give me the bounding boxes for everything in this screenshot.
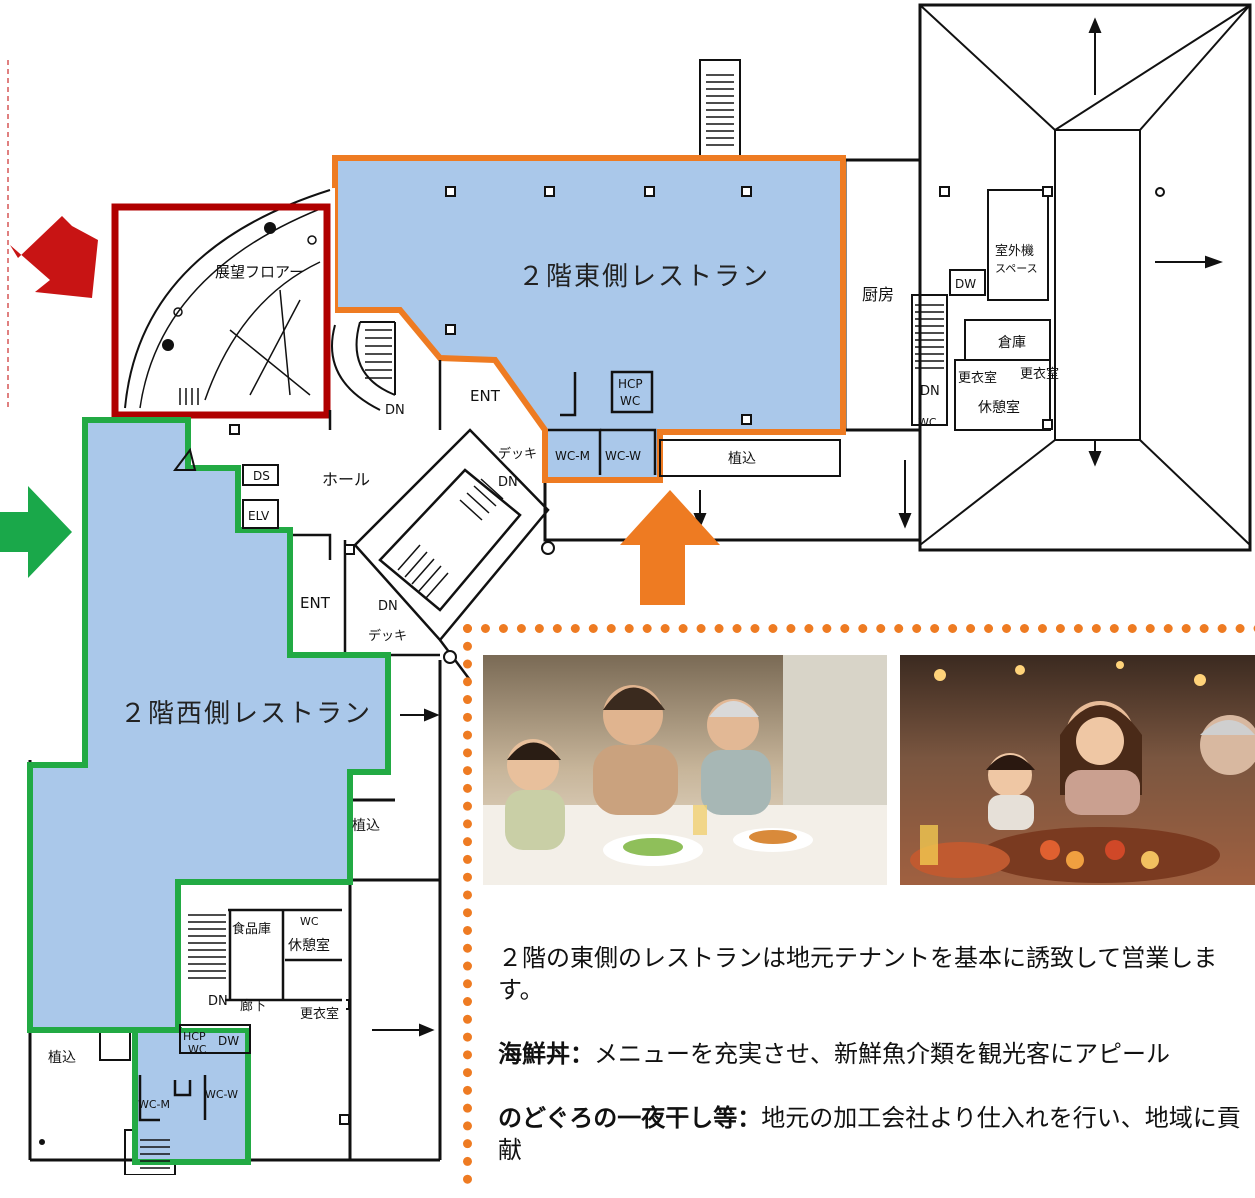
wc-m-west-label: WC-M bbox=[138, 1098, 170, 1111]
wc-m-east-label: WC-M bbox=[555, 449, 590, 463]
storage-label: 倉庫 bbox=[998, 334, 1026, 351]
changing-room-label-a: 更衣室 bbox=[958, 370, 997, 386]
ds-label: DS bbox=[253, 469, 270, 483]
ds-shaft bbox=[242, 464, 279, 486]
central-stair-hatching bbox=[397, 478, 504, 599]
description-line-2-body: メニューを充実させ、新鮮魚介類を観光客にアピール bbox=[594, 1040, 1170, 1068]
description-line-1: ２階の東側のレストランは地元テナントを基本に誘致して営業します。 bbox=[498, 944, 1218, 1004]
east-restaurant-label: ２階東側レストラン bbox=[518, 262, 770, 292]
observation-floor-label: 展望フロアー bbox=[215, 263, 304, 281]
dw-east-label: DW bbox=[955, 277, 976, 291]
deck-east-label: デッキ bbox=[498, 446, 537, 462]
planting-west-label: 植込 bbox=[352, 818, 380, 834]
curved-stair-hatching bbox=[179, 329, 392, 405]
dn-label-center: DN bbox=[378, 599, 398, 614]
hcp-wc-west-label: WC bbox=[188, 1043, 207, 1056]
deck-west-label: デッキ bbox=[368, 628, 407, 644]
planting-east-label: 植込 bbox=[728, 451, 756, 467]
planting-bottom-label: 植込 bbox=[48, 1050, 76, 1066]
east-restaurant-area bbox=[332, 155, 846, 483]
elv-shaft bbox=[242, 499, 279, 529]
wc-w-east-label: WC-W bbox=[605, 449, 641, 463]
description-line-2: 海鮮丼：メニューを充実させ、新鮮魚介類を観光客にアピール bbox=[498, 1038, 1255, 1070]
column-circle bbox=[443, 650, 457, 664]
elv-label: ELV bbox=[248, 509, 270, 523]
direction-arrows bbox=[372, 17, 1223, 1037]
ent-west-label: ENT bbox=[300, 594, 331, 612]
description-line-3: のどぐろの一夜干し等：地元の加工会社より仕入れを行い、地域に貢献 bbox=[498, 1102, 1255, 1166]
outdoor-unit-label-b: スペース bbox=[995, 262, 1038, 275]
arrow-right-icon bbox=[0, 486, 72, 578]
changing-room-west-label: 更衣室 bbox=[300, 1006, 339, 1022]
arrow-up-icon bbox=[620, 490, 720, 605]
dn-label-kitchen: DN bbox=[920, 384, 940, 399]
dn-label-curved: DN bbox=[385, 403, 405, 418]
west-restaurant-area bbox=[27, 417, 391, 1165]
rest-room-west-label: 休憩室 bbox=[288, 937, 330, 954]
west-stair-hatching bbox=[140, 914, 226, 1169]
arrow-down-right-icon bbox=[10, 216, 98, 298]
info-box bbox=[463, 624, 1255, 1184]
column-circle bbox=[541, 541, 555, 555]
column-circle bbox=[39, 1139, 45, 1145]
hcp-west-label: HCP bbox=[183, 1030, 206, 1043]
description-line-3-heading: のどぐろの一夜干し等： bbox=[498, 1104, 762, 1132]
ent-east-label: ENT bbox=[470, 387, 501, 405]
west-back-rooms bbox=[138, 908, 342, 1122]
description-line-2-heading: 海鮮丼： bbox=[498, 1040, 594, 1068]
changing-room-label-b: 更衣室 bbox=[1020, 366, 1059, 382]
rest-room-east-label: 休憩室 bbox=[978, 399, 1020, 416]
description-text: ２階の東側のレストランは地元テナントを基本に誘致して営業します。 海鮮丼：メニュ… bbox=[498, 910, 1255, 1198]
wc-w-west-label: WC-W bbox=[205, 1088, 238, 1101]
observation-floor bbox=[111, 188, 335, 419]
stair-hatching bbox=[706, 74, 944, 369]
wc-west-label: WC bbox=[300, 915, 319, 928]
wc-kitchen-label: WC bbox=[918, 416, 937, 429]
kitchen-label: 厨房 bbox=[862, 285, 894, 304]
column-circle bbox=[1155, 187, 1165, 197]
east-wc-block bbox=[548, 370, 841, 477]
dw-west-label: DW bbox=[218, 1034, 239, 1048]
curved-stair bbox=[331, 321, 396, 411]
corridor-label: 廊下 bbox=[240, 998, 266, 1014]
hall-label: ホール bbox=[322, 470, 370, 489]
restaurant-photo-buffet bbox=[900, 655, 1255, 885]
hcp-wc-east-label: WC bbox=[620, 394, 640, 408]
west-restaurant-label: ２階西側レストラン bbox=[120, 699, 372, 729]
description-line-3-body: 地元の加工会社より仕入れを行い、地域に貢献 bbox=[498, 1104, 1241, 1164]
food-storage-label: 食品庫 bbox=[232, 921, 271, 937]
east-columns bbox=[445, 186, 1053, 430]
door-swing bbox=[173, 447, 197, 471]
west-lower-block bbox=[132, 1027, 251, 1165]
hcp-east-label: HCP bbox=[618, 377, 643, 391]
outdoor-unit-label-a: 室外機 bbox=[995, 243, 1034, 259]
dn-label-east: DN bbox=[498, 475, 518, 490]
dn-label-west: DN bbox=[208, 994, 228, 1009]
hall-structure bbox=[290, 360, 442, 657]
restaurant-photo-family bbox=[483, 655, 887, 885]
